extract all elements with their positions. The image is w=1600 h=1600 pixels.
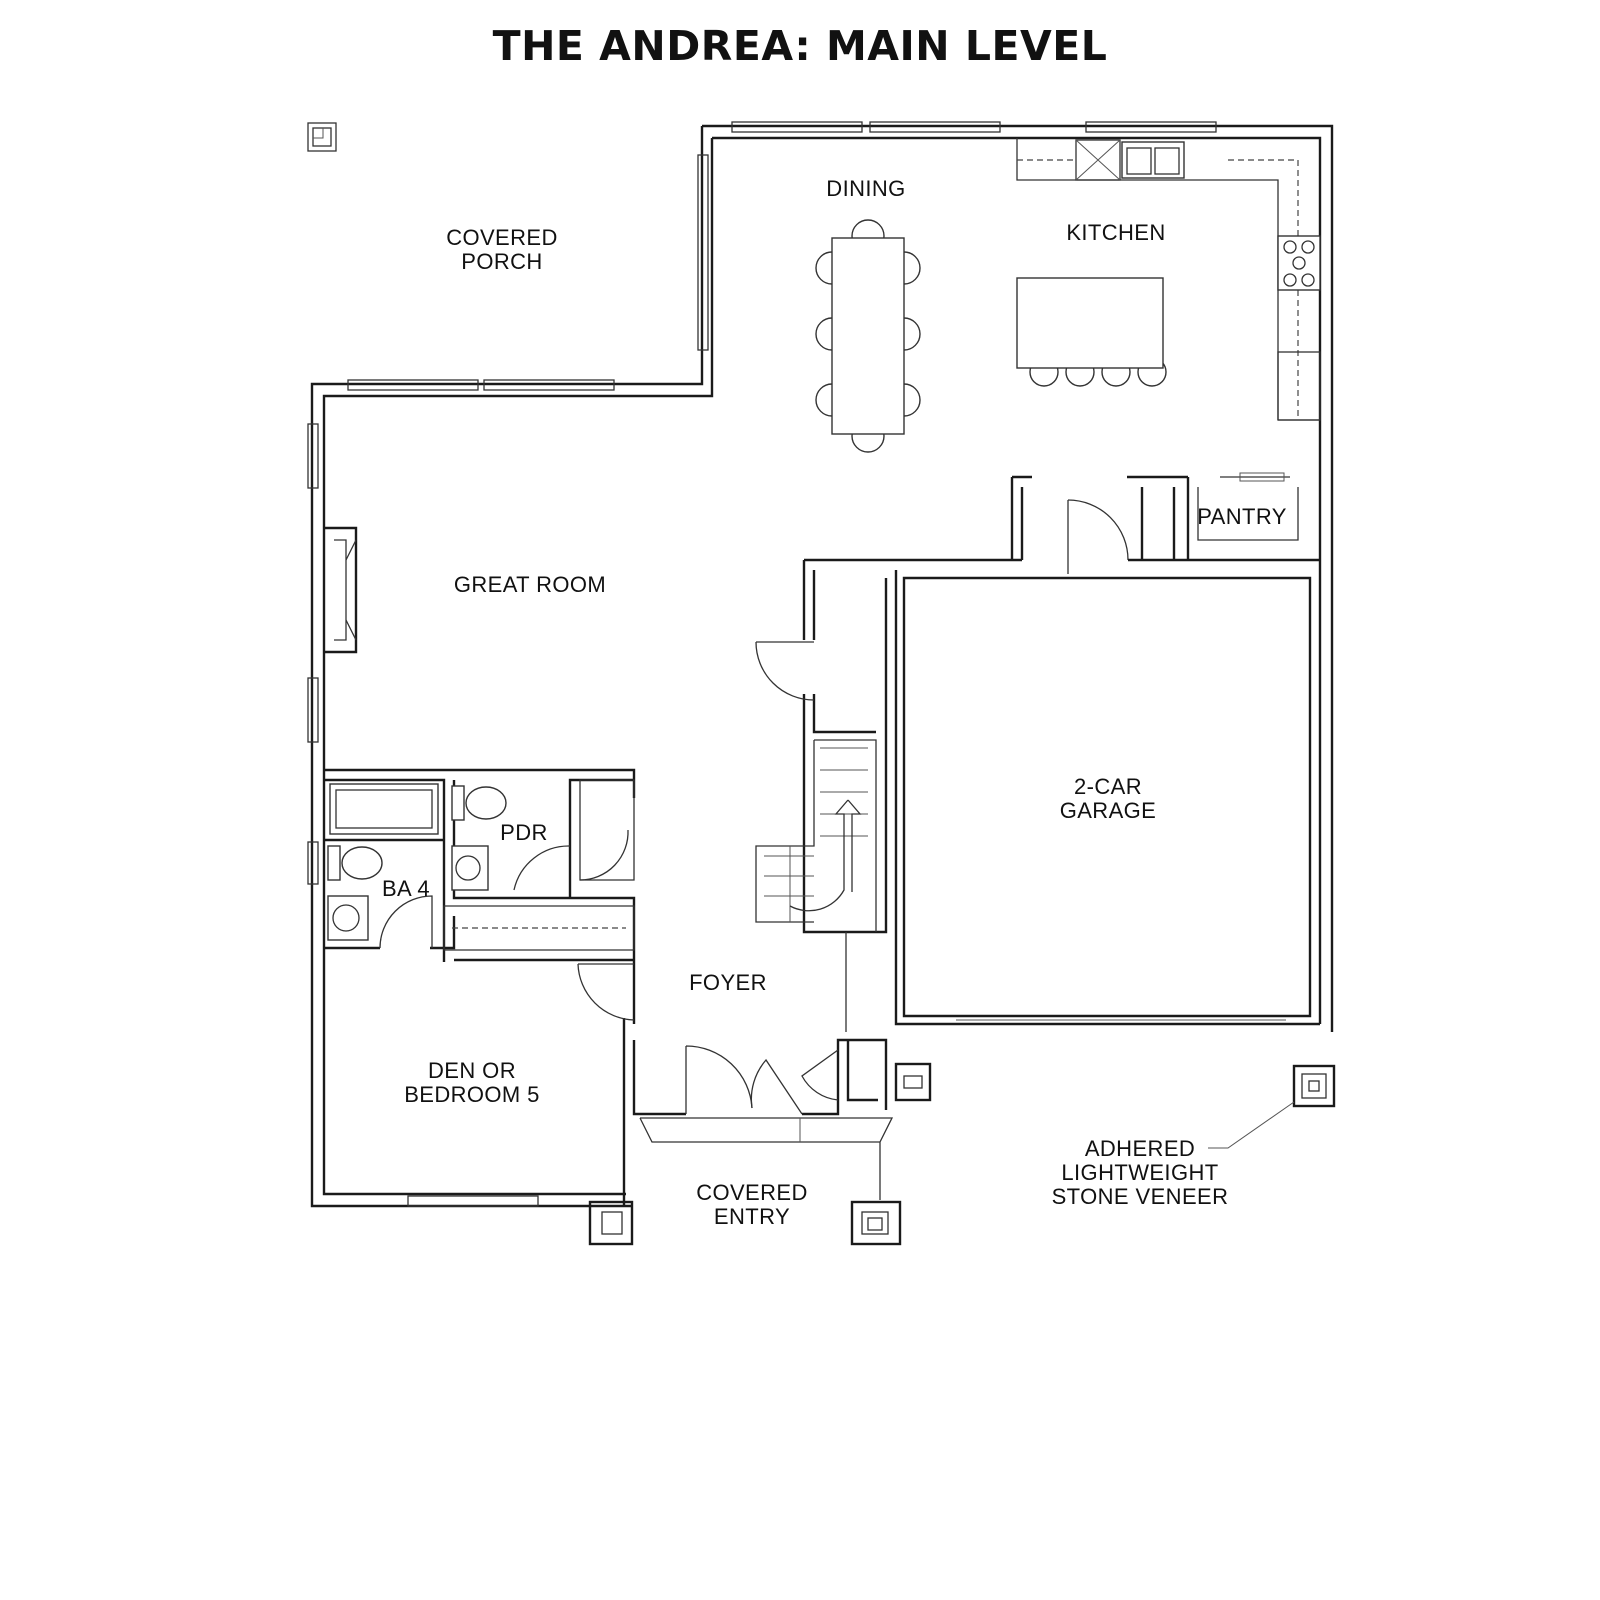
label-dining: DINING [826,176,905,201]
label-garage-2: GARAGE [1060,798,1157,823]
label-covered-porch-1: COVERED [446,225,558,250]
label-covered-entry-2: ENTRY [714,1204,790,1229]
veneer-leader [1208,1101,1295,1149]
fireplace [324,526,358,654]
kitchen-fixtures [1016,138,1321,421]
exterior-walls [307,121,1334,1208]
dining-table [815,219,921,453]
label-covered-entry-1: COVERED [696,1180,808,1205]
label-pantry: PANTRY [1197,504,1287,529]
label-den-1: DEN OR [428,1058,516,1083]
label-veneer-1: ADHERED [1085,1136,1195,1161]
label-covered-porch-2: PORCH [461,249,542,274]
label-den-2: BEDROOM 5 [404,1082,540,1107]
page-title: THE ANDREA: MAIN LEVEL [492,22,1108,70]
column-posts [588,1062,1336,1246]
label-veneer-2: LIGHTWEIGHT [1061,1160,1218,1185]
room-labels: COVERED PORCH DINING KITCHEN GREAT ROOM … [382,176,1287,1229]
label-garage-1: 2-CAR [1074,774,1142,799]
stairs [755,560,888,934]
bathrooms [324,768,636,962]
label-pdr: PDR [500,820,548,845]
label-kitchen: KITCHEN [1066,220,1165,245]
label-veneer-3: STONE VENEER [1052,1184,1229,1209]
label-foyer: FOYER [689,970,767,995]
label-ba4: BA 4 [382,876,430,901]
porch-post [307,122,337,152]
foyer-walls [577,932,894,1206]
garage-walls [804,558,1320,1026]
pantry-walls [1010,472,1299,574]
label-great-room: GREAT ROOM [454,572,606,597]
